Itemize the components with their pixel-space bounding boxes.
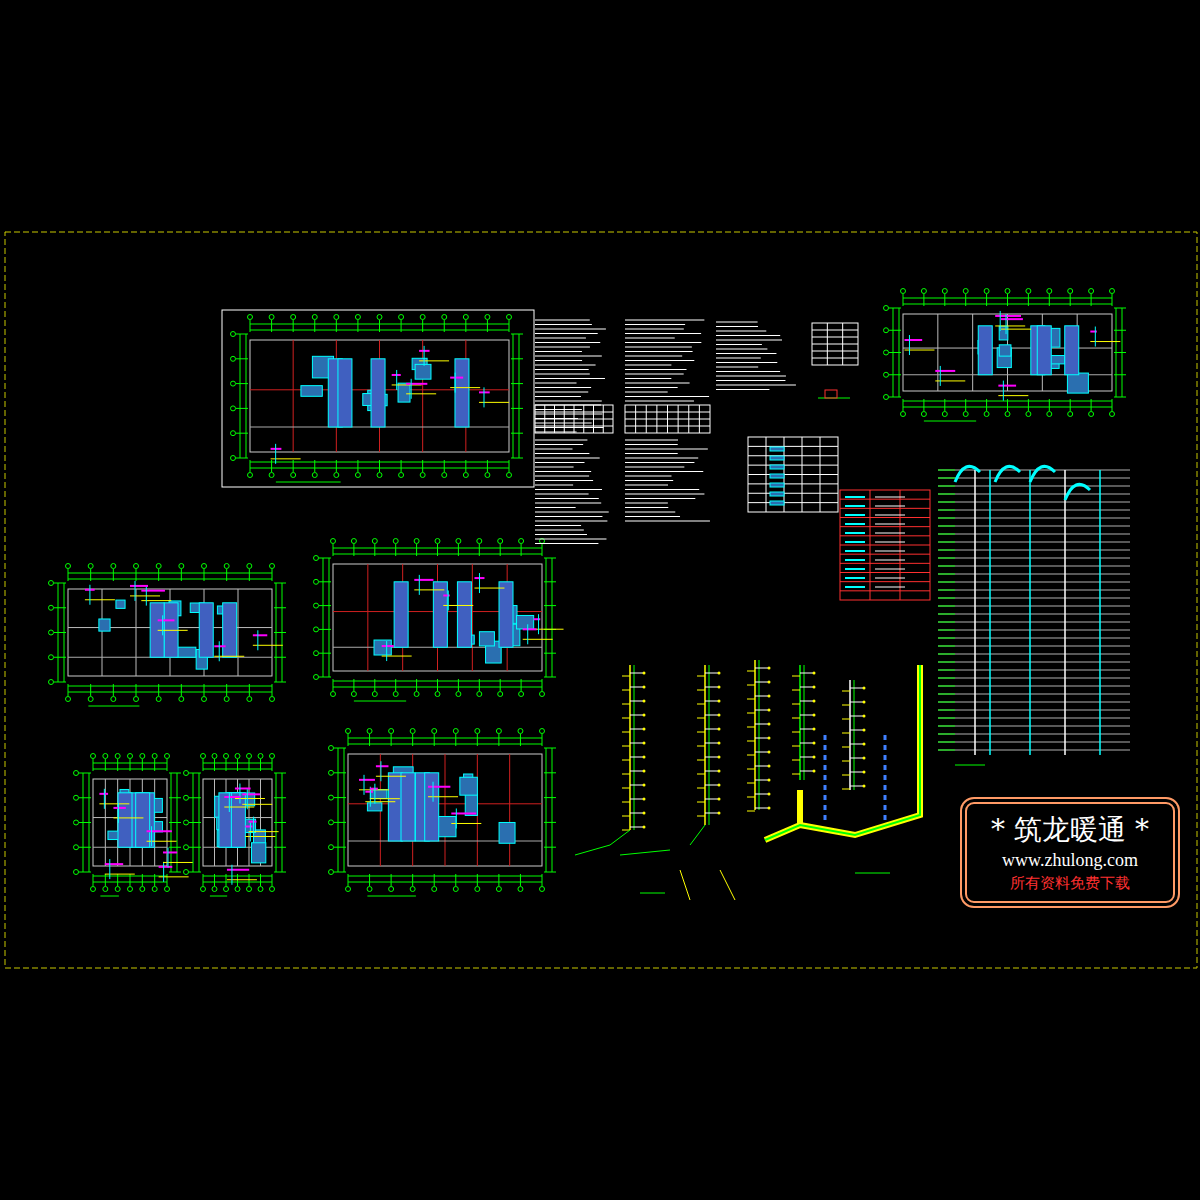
watermark-title: * 筑龙暖通 * — [991, 812, 1149, 847]
notes-block — [535, 320, 606, 401]
symbol-table — [748, 437, 838, 512]
sheet-frame — [5, 232, 1197, 968]
pipe-riser — [842, 680, 866, 790]
pipe-riser — [747, 660, 771, 811]
notes-block — [535, 440, 609, 544]
notes-block — [625, 440, 710, 521]
floor-plan — [184, 754, 287, 897]
drain-pipe — [575, 665, 920, 900]
riser-diagram — [938, 466, 1130, 765]
pipe-riser — [697, 665, 721, 825]
notes-block — [716, 322, 796, 390]
watermark-url: www.zhulong.com — [1002, 849, 1138, 872]
plan-frame — [222, 310, 534, 487]
floor-plan — [329, 729, 557, 897]
floor-plan — [49, 564, 287, 707]
watermark-note: 所有资料免费下载 — [1010, 874, 1130, 893]
floor-plan — [314, 539, 564, 702]
floor-plan — [884, 289, 1127, 422]
legend-table — [812, 323, 858, 365]
notes-table — [625, 405, 710, 433]
floor-plan — [231, 315, 524, 483]
watermark-box: * 筑龙暖通 *www.zhulong.com 所有资料免费下载 — [960, 797, 1180, 908]
pipe-riser — [622, 665, 646, 830]
notes-table — [535, 405, 613, 433]
notes-block — [625, 320, 709, 401]
material-table — [840, 490, 930, 600]
pipe-riser — [792, 665, 816, 780]
floor-plan — [74, 754, 194, 897]
